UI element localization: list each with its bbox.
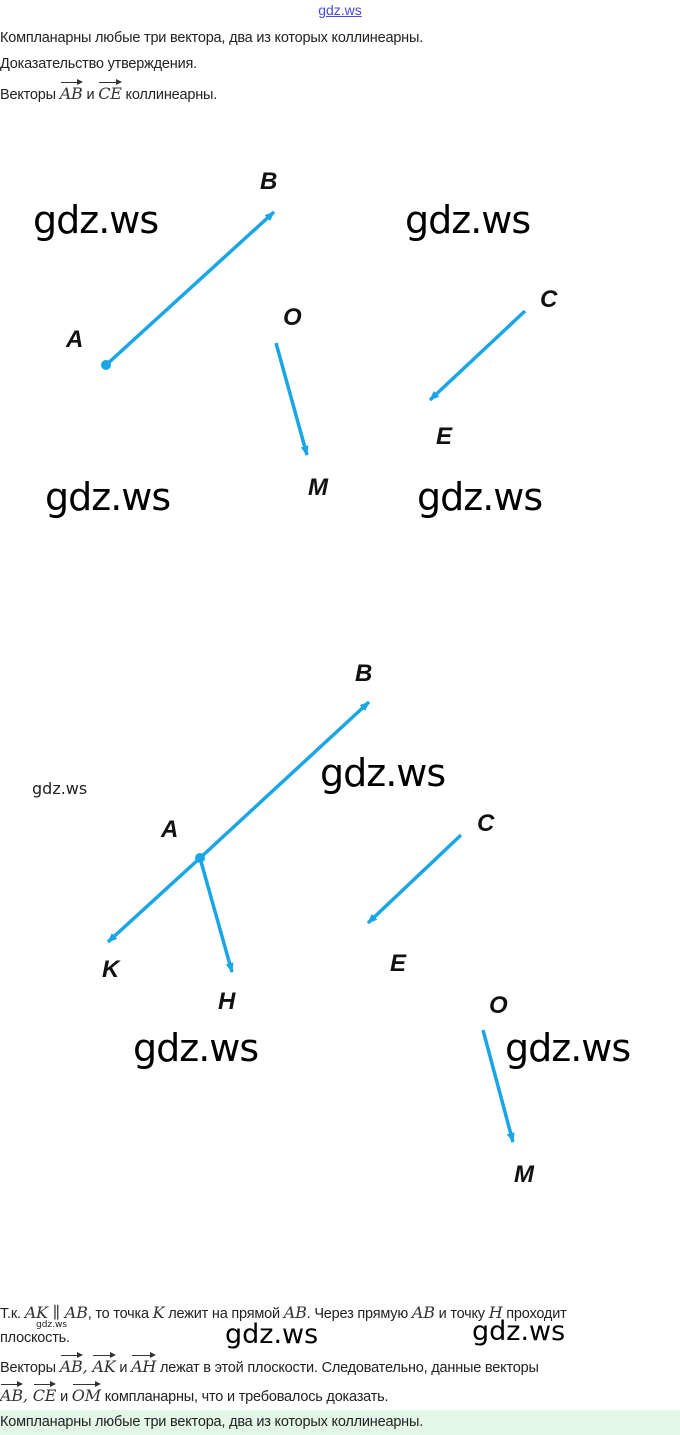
math: AK bbox=[24, 1303, 48, 1322]
watermark: gdz.ws bbox=[33, 198, 159, 242]
text: Векторы bbox=[0, 1360, 60, 1376]
text: Векторы bbox=[0, 87, 60, 103]
vector-ab: AB bbox=[0, 1381, 23, 1405]
math: H bbox=[488, 1303, 503, 1322]
label-e: E bbox=[436, 423, 453, 450]
highlight-box bbox=[0, 1410, 680, 1435]
vector-ak: AK bbox=[92, 1352, 116, 1376]
conclusion-line-3: Векторы AB, AK и AH лежат в этой плоскос… bbox=[0, 1352, 539, 1376]
arrow2-ah bbox=[198, 857, 234, 973]
watermark: gdz.ws bbox=[133, 1026, 259, 1070]
collinear-line: Векторы AB и CE коллинеарны. bbox=[0, 79, 218, 103]
label2-c: C bbox=[477, 810, 495, 837]
watermark: gdz.ws bbox=[320, 751, 446, 795]
arrow-om bbox=[274, 342, 309, 456]
text: лежат в этой плоскости. Следовательно, д… bbox=[156, 1360, 539, 1376]
text: и точку bbox=[434, 1306, 489, 1322]
vector-ah: AH bbox=[131, 1352, 156, 1376]
text: , то точка bbox=[87, 1306, 153, 1322]
vector-ab: AB bbox=[60, 1352, 83, 1376]
text: Т.к. bbox=[0, 1306, 25, 1322]
conclusion-line-2: плоскость. bbox=[0, 1330, 70, 1346]
text: лежит на прямой bbox=[164, 1306, 284, 1322]
arrow-ab bbox=[104, 210, 276, 367]
arrow2-ab bbox=[198, 700, 371, 860]
vector-ab: AB bbox=[60, 79, 83, 103]
text: и bbox=[115, 1360, 132, 1376]
label2-k: K bbox=[102, 956, 120, 983]
point2-a bbox=[195, 853, 205, 863]
arrow2-ak bbox=[106, 856, 202, 944]
math: AB bbox=[283, 1303, 307, 1322]
math: , bbox=[22, 1386, 33, 1405]
label-a: A bbox=[66, 326, 84, 353]
label2-m: M bbox=[514, 1161, 534, 1188]
statement: Компланарны любые три вектора, два из ко… bbox=[0, 30, 424, 46]
label2-e: E bbox=[390, 950, 407, 977]
label-m: M bbox=[308, 474, 328, 501]
site-link[interactable]: gdz.ws bbox=[318, 2, 362, 18]
arrow2-om bbox=[481, 1029, 515, 1143]
text: и bbox=[82, 87, 99, 103]
math: , bbox=[82, 1357, 93, 1376]
watermark: gdz.ws bbox=[45, 475, 171, 519]
math: AB bbox=[411, 1303, 435, 1322]
proof-title: Доказательство утверждения. bbox=[0, 56, 197, 72]
text: коллинеарны. bbox=[121, 87, 218, 103]
watermark: gdz.ws bbox=[36, 1320, 68, 1330]
label2-h: H bbox=[218, 988, 236, 1015]
watermark: gdz.ws bbox=[417, 475, 543, 519]
text: и bbox=[56, 1389, 72, 1405]
math: AB bbox=[64, 1303, 88, 1322]
vector-ce: CE bbox=[33, 1381, 56, 1405]
watermark: gdz.ws bbox=[32, 779, 88, 798]
label-o: O bbox=[283, 304, 302, 331]
vector-om: OM bbox=[72, 1381, 101, 1405]
arrow-ce bbox=[428, 309, 527, 402]
watermark: gdz.ws bbox=[505, 1026, 631, 1070]
math: K bbox=[152, 1303, 165, 1322]
text: . Через прямую bbox=[306, 1306, 412, 1322]
arrow2-ce bbox=[366, 833, 463, 925]
label-b: B bbox=[260, 168, 278, 195]
watermark: gdz.ws bbox=[405, 198, 531, 242]
text: компланарны, что и требовалось доказать. bbox=[100, 1389, 389, 1405]
watermark: gdz.ws bbox=[225, 1319, 319, 1350]
label2-b: B bbox=[355, 660, 373, 687]
highlighted-statement: Компланарны любые три вектора, два из ко… bbox=[0, 1414, 424, 1430]
math: ∥ bbox=[47, 1303, 65, 1322]
label2-o: O bbox=[489, 992, 508, 1019]
vector-ce: CE bbox=[98, 79, 122, 103]
label2-a: A bbox=[161, 816, 179, 843]
conclusion-line-4: AB, CE и OM компланарны, что и требовало… bbox=[0, 1381, 389, 1405]
text: проходит bbox=[502, 1306, 567, 1322]
watermark: gdz.ws bbox=[472, 1316, 566, 1347]
point-a bbox=[101, 360, 111, 370]
label-c: C bbox=[540, 286, 558, 313]
conclusion-line-1: Т.к. AK ∥ AB, то точка K лежит на прямой… bbox=[0, 1303, 567, 1322]
